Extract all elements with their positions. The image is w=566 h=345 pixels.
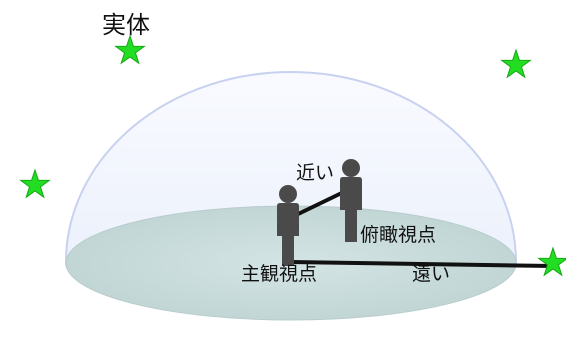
- star-icon: [19, 168, 51, 199]
- subjective-view-label: 主観視点: [241, 263, 318, 285]
- star-icon: [114, 34, 146, 65]
- real-object-label: 実体: [102, 11, 150, 39]
- bird-view-label: 俯瞰視点: [360, 224, 437, 246]
- far-label: 遠い: [412, 263, 451, 285]
- star-icon: [500, 48, 532, 79]
- person-icon: [340, 159, 362, 242]
- person-icon: [277, 185, 299, 266]
- far-line: [289, 260, 554, 268]
- near-label: 近い: [296, 162, 335, 184]
- star-icon: [537, 246, 566, 277]
